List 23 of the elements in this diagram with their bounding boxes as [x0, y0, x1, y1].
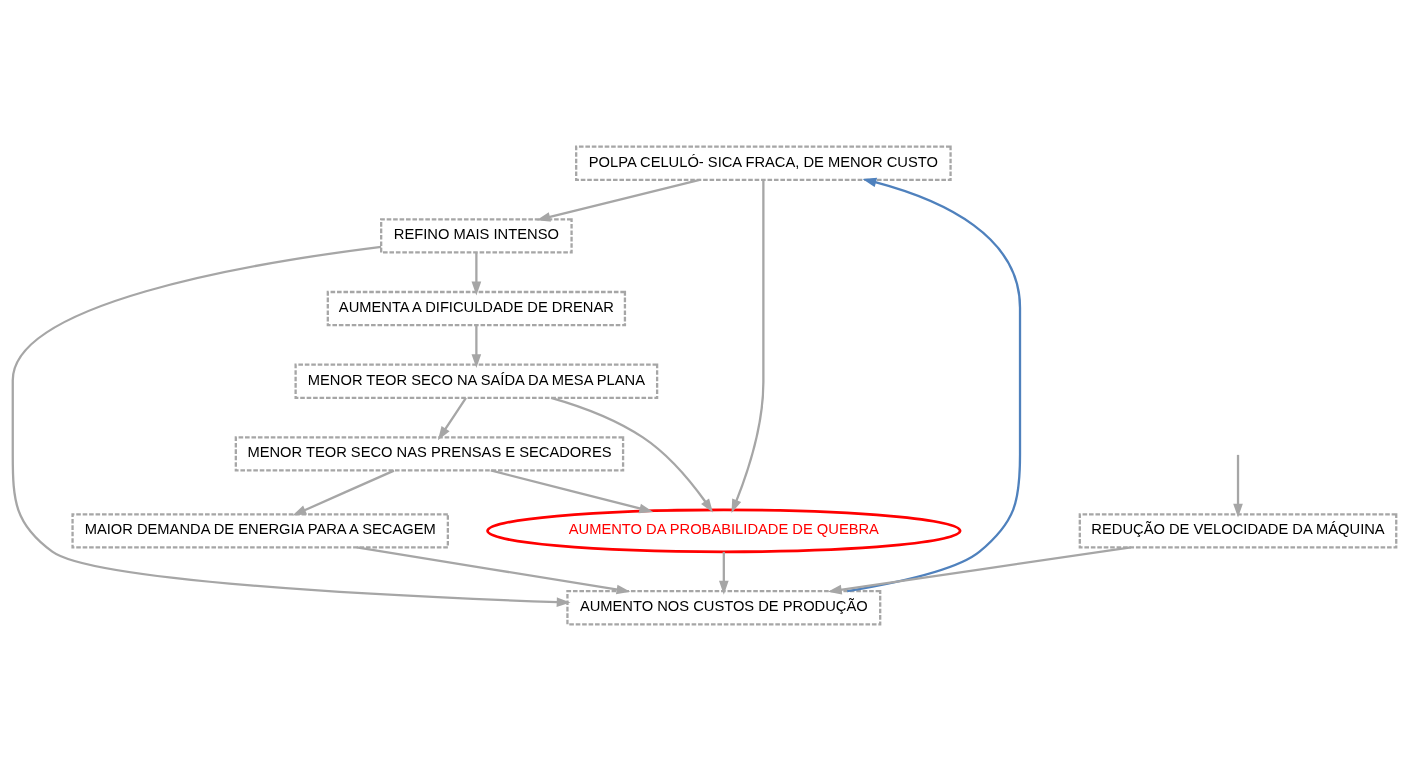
arrow — [1233, 454, 1243, 518]
arrow — [536, 178, 700, 222]
arrow — [718, 551, 729, 595]
arrow — [471, 324, 482, 368]
node-box: REFINO MAIS INTENSO — [380, 217, 573, 254]
arrow — [471, 252, 482, 295]
arrow — [490, 468, 654, 513]
node-box: MENOR TEOR SECO NA SAÍDA DA MESA PLANA — [294, 363, 659, 399]
arrow — [731, 179, 765, 513]
node-ellipse: AUMENTO DA PROBABILIDADE DE QUEBRA — [486, 508, 962, 553]
arrow — [356, 545, 631, 594]
node-box: POLPA CELULÓ- SICA FRACA, DE MENOR CUSTO — [575, 145, 952, 181]
node-box: AUMENTA A DIFICULDADE DE DRENAR — [326, 290, 627, 326]
arrow — [847, 177, 1022, 592]
arrow — [827, 545, 1132, 594]
arrow — [292, 469, 395, 516]
node-box: AUMENTO NOS CUSTOS DE PRODUÇÃO — [566, 589, 882, 625]
arrow — [550, 396, 713, 513]
node-box: REDUÇÃO DE VELOCIDADE DA MÁQUINA — [1078, 512, 1398, 549]
arrow — [11, 245, 571, 607]
arrow — [437, 396, 467, 440]
node-box: MAIOR DEMANDA DE ENERGIA PARA A SECAGEM — [71, 512, 449, 549]
node-box: MENOR TEOR SECO NAS PRENSAS E SECADORES — [234, 435, 625, 472]
